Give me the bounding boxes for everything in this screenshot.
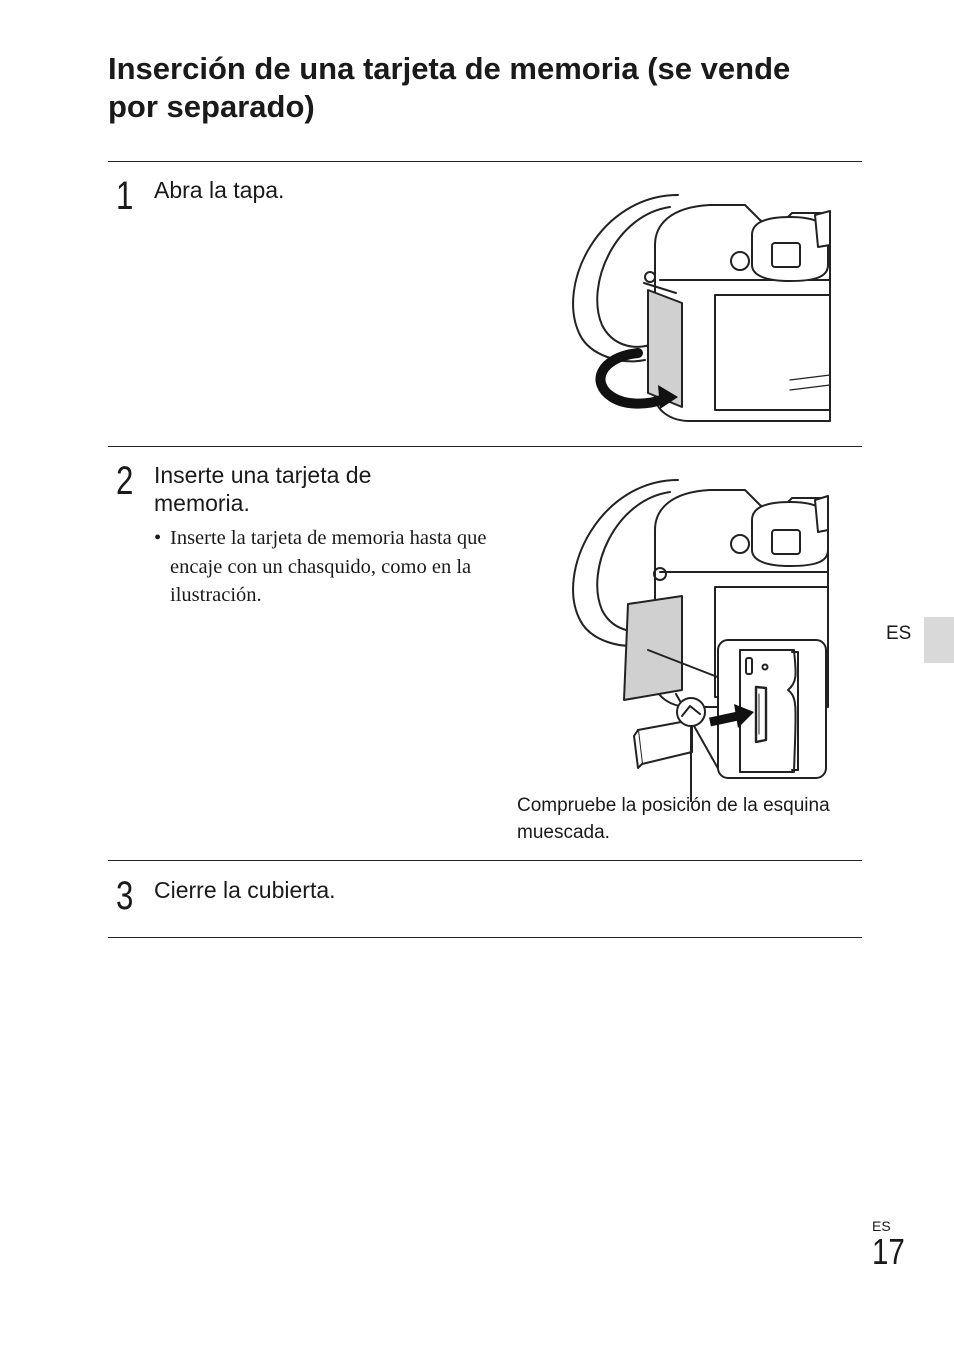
step-1-number: 1: [116, 174, 134, 218]
bullet-dot: •: [154, 527, 162, 549]
step-2-text: Inserte una tarjeta de memoria.: [154, 462, 372, 516]
step-2-bullet-text: Inserte la tarjeta de memoria hasta que …: [170, 527, 487, 606]
open-cover-illustration: [572, 194, 831, 422]
divider-top: [108, 161, 862, 162]
step-1-text: Abra la tapa.: [154, 177, 285, 203]
step-2-number: 2: [116, 459, 134, 503]
language-tab-label: ES: [886, 623, 912, 644]
divider-1: [108, 446, 862, 447]
footer-language: ES: [872, 1218, 891, 1234]
page-title: Inserción de una tarjeta de memoria (se …: [108, 51, 791, 124]
insert-card-illustration: [572, 479, 829, 802]
step-3-number: 3: [116, 874, 134, 918]
divider-bottom: [108, 937, 862, 938]
step-2-bullet: • Inserte la tarjeta de memoria hasta qu…: [154, 524, 524, 610]
divider-2: [108, 860, 862, 861]
page-number: 17: [872, 1231, 905, 1272]
language-tab: [924, 617, 954, 663]
step-3-text: Cierre la cubierta.: [154, 877, 336, 903]
notch-caption: Compruebe la posición de la esquina mues…: [517, 795, 830, 843]
